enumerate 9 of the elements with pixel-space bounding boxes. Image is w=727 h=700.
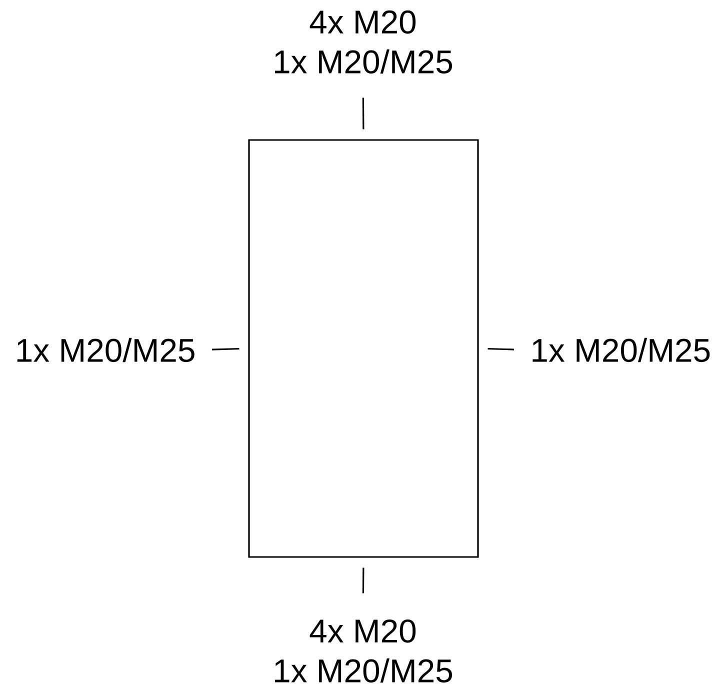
cable-entry-label: 4x M20 1x M20/M25 [275, 10, 452, 74]
cable-entry-label: 4x M20 1x M20/M25 [275, 619, 452, 683]
leader-line [488, 348, 514, 350]
enclosure-outline [248, 139, 479, 558]
cable-entry-label: 1x M20/M25 [17, 338, 194, 362]
leader-line [212, 348, 240, 350]
cable-entry-label: 1x M20/M25 [532, 338, 710, 362]
leader-line [362, 568, 364, 594]
leader-line [362, 98, 364, 130]
